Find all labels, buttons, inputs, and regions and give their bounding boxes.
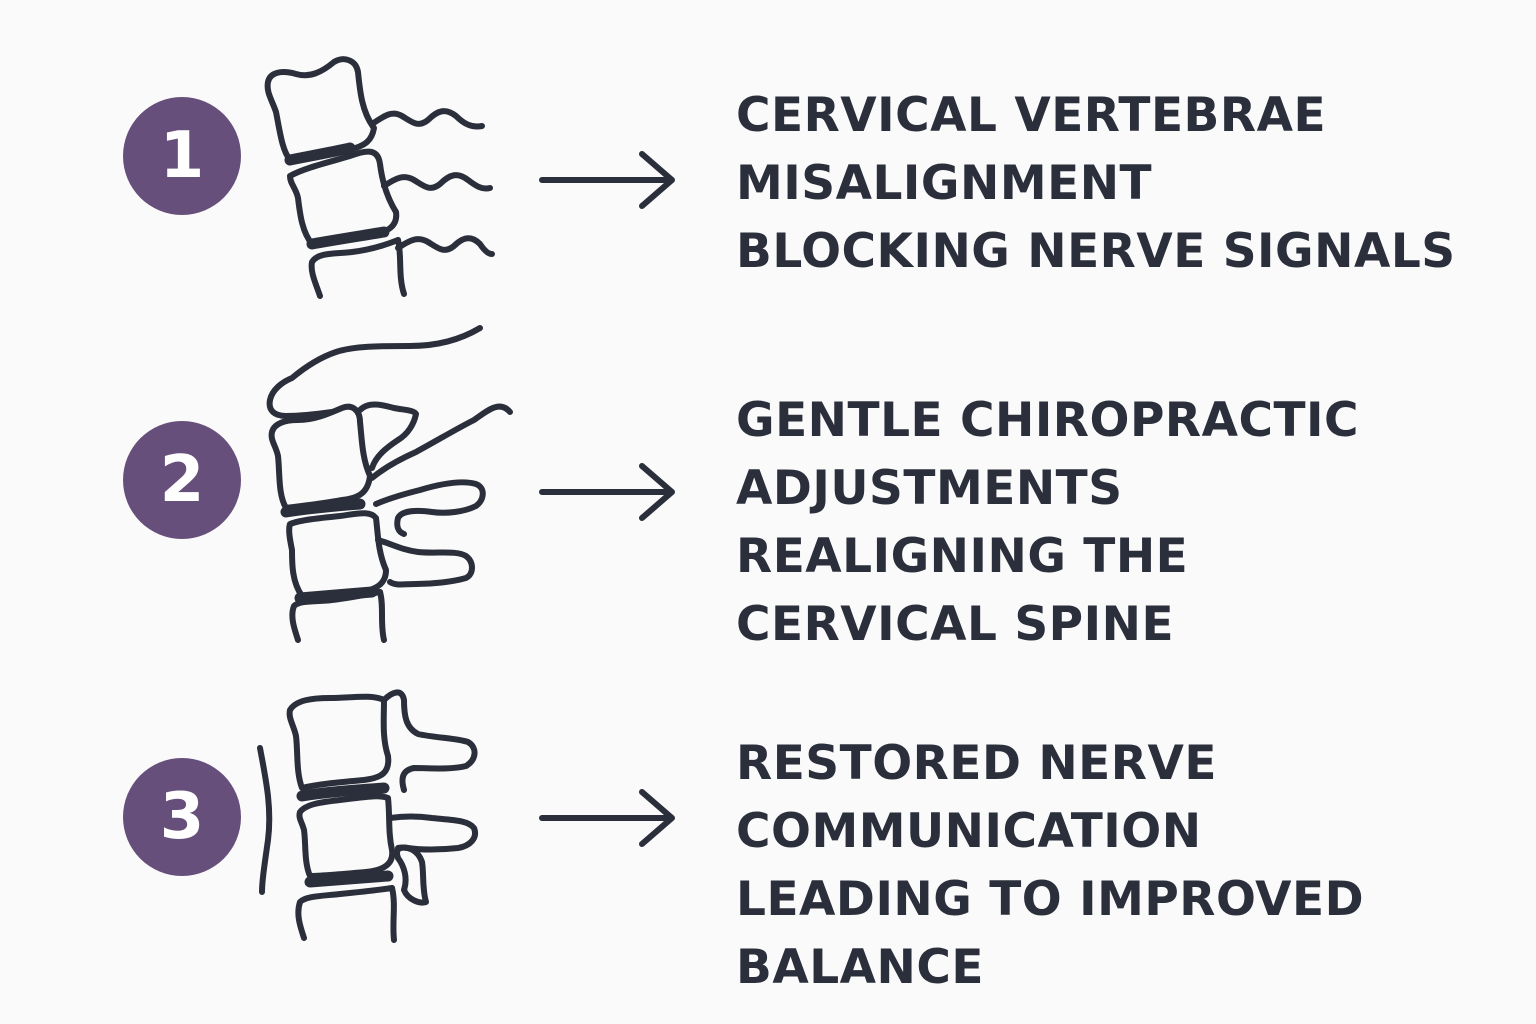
step-number-badge: 3 [123, 758, 241, 876]
step-number-badge: 1 [123, 97, 241, 215]
step-3-description: RESTORED NERVE COMMUNICATION LEADING TO … [736, 730, 1364, 1002]
step-text-line: REALIGNING THE [736, 529, 1189, 584]
step-text-line: COMMUNICATION [736, 804, 1202, 859]
arrow-right-icon [539, 789, 675, 847]
arrow-right-icon [539, 151, 675, 209]
chiropractic-adjustment-hand-icon [266, 325, 513, 643]
step-text-line: ADJUSTMENTS [736, 461, 1123, 516]
aligned-vertebrae-icon [257, 689, 478, 943]
step-number-badge: 2 [123, 421, 241, 539]
step-text-line: CERVICAL SPINE [736, 597, 1175, 652]
step-text-line: RESTORED NERVE [736, 736, 1217, 791]
misaligned-cervical-vertebrae-icon [264, 56, 495, 299]
step-text-line: CERVICAL VERTEBRAE [736, 88, 1327, 143]
step-2-description: GENTLE CHIROPRACTIC ADJUSTMENTS REALIGNI… [736, 387, 1359, 659]
step-text-line: BALANCE [736, 940, 984, 995]
step-text-line: GENTLE CHIROPRACTIC [736, 393, 1360, 448]
step-text-line: MISALIGNMENT [736, 156, 1153, 211]
step-number: 3 [159, 780, 205, 854]
step-text-line: BLOCKING NERVE SIGNALS [736, 224, 1456, 279]
step-text-line: LEADING TO IMPROVED [736, 872, 1365, 927]
arrow-right-icon [539, 463, 675, 521]
step-number: 1 [159, 119, 205, 193]
step-number: 2 [159, 443, 205, 517]
step-1-description: CERVICAL VERTEBRAE MISALIGNMENT BLOCKING… [736, 82, 1456, 286]
